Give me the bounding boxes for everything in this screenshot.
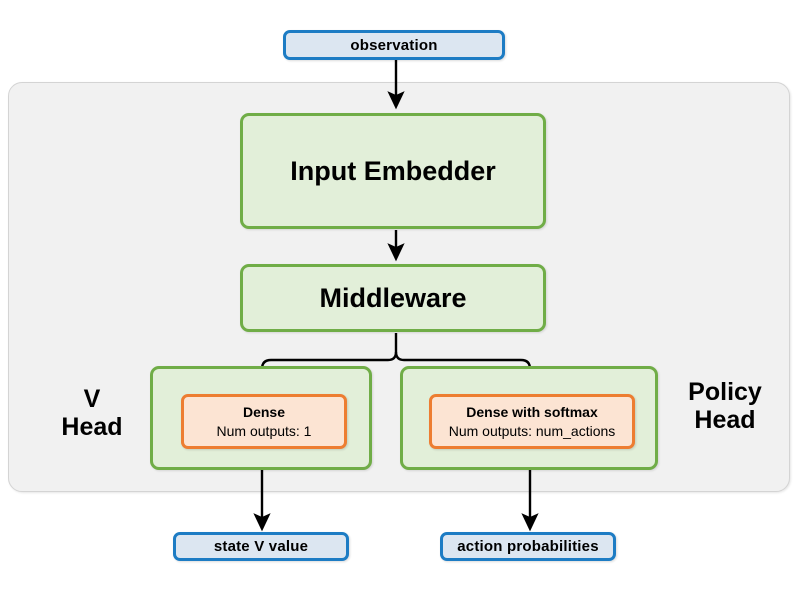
node-v-head-dense[interactable]: Dense Num outputs: 1 [181,394,347,449]
node-policy-head-dense[interactable]: Dense with softmax Num outputs: num_acti… [429,394,635,449]
policy-head-label-line1: Policy [688,378,762,406]
node-action-probabilities-label: action probabilities [457,538,599,555]
policy-head-label-line2: Head [694,406,756,434]
node-observation[interactable]: observation [283,30,505,60]
node-action-probabilities[interactable]: action probabilities [440,532,616,561]
node-input-embedder[interactable]: Input Embedder [240,113,546,229]
node-v-head[interactable]: Dense Num outputs: 1 [150,366,372,470]
node-middleware-label: Middleware [319,282,467,313]
node-observation-label: observation [350,36,438,54]
node-state-v-value[interactable]: state V value [173,532,349,561]
node-policy-head[interactable]: Dense with softmax Num outputs: num_acti… [400,366,658,470]
node-input-embedder-label: Input Embedder [290,155,496,186]
node-state-v-value-label: state V value [213,538,309,555]
node-policy-head-dense-detail: Num outputs: num_actions [448,422,616,439]
v-head-label-line1: V [83,385,101,413]
node-v-head-dense-title: Dense [242,403,286,420]
policy-head-label: Policy Head [664,378,786,434]
node-policy-head-dense-title: Dense with softmax [466,403,598,420]
node-middleware[interactable]: Middleware [240,264,546,332]
v-head-label-line2: Head [61,413,123,441]
v-head-label: V Head [42,385,142,441]
node-v-head-dense-detail: Num outputs: 1 [216,422,312,439]
